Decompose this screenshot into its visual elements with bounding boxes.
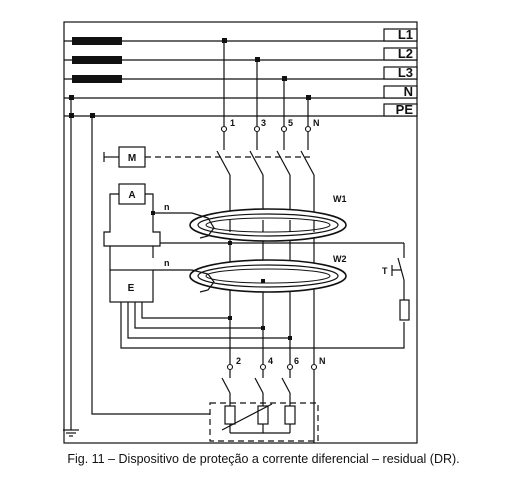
toroid-w2 [189, 259, 347, 293]
n1-label: n [164, 202, 170, 212]
relay-label: E [128, 283, 135, 294]
test-button-circuit [391, 243, 410, 321]
load-box [209, 402, 319, 442]
amplifier-label: A [128, 190, 135, 201]
diagram-frame [63, 21, 418, 444]
test-button-label: T [382, 266, 388, 276]
terminal-5: 5 [288, 118, 293, 128]
label-n: N [404, 84, 413, 99]
w1-label: W1 [333, 194, 347, 204]
relay-box [109, 269, 154, 303]
label-l3: L3 [398, 65, 413, 80]
terminal-6: 6 [294, 356, 299, 366]
terminal-n-top: N [313, 118, 320, 128]
toroid-w1 [189, 208, 347, 242]
terminal-4: 4 [268, 356, 273, 366]
figure-caption: Fig. 11 – Dispositivo de proteção a corr… [67, 452, 460, 466]
terminal-3: 3 [261, 118, 266, 128]
terminal-1: 1 [230, 118, 235, 128]
label-pe: PE [396, 102, 414, 117]
w2-label: W2 [333, 254, 347, 264]
terminal-n-bottom: N [319, 356, 326, 366]
motor-label: M [128, 153, 136, 164]
terminal-2: 2 [236, 356, 241, 366]
label-l1: L1 [398, 27, 413, 42]
supply-bars [72, 37, 122, 83]
n2-label: n [164, 258, 170, 268]
ground-icon [63, 429, 79, 437]
label-l2: L2 [398, 46, 413, 61]
